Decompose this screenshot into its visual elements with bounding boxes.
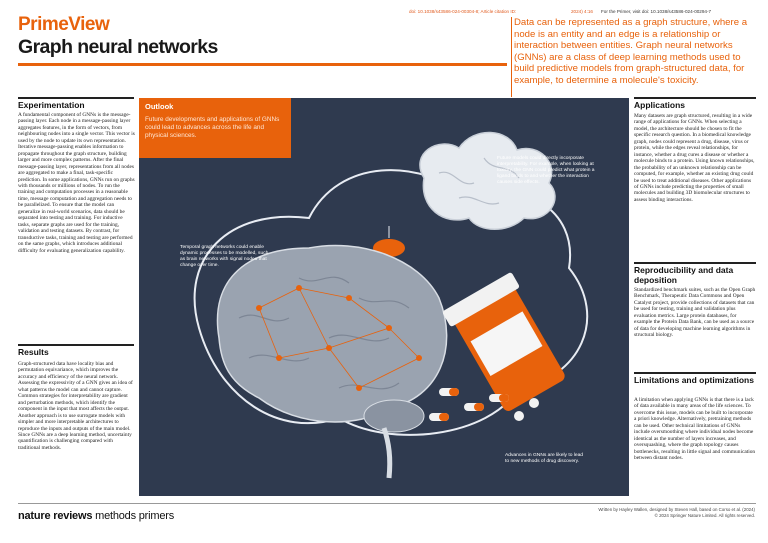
- limitations-heading: Limitations and optimizations: [634, 375, 754, 385]
- section-rule: [634, 97, 756, 99]
- reproducibility-heading: Reproducibility and data deposition: [634, 265, 734, 285]
- results-text: Graph-structured data have locality bias…: [18, 361, 133, 451]
- doi-right[interactable]: For the Primer, visit doi: 10.1038/s4358…: [601, 9, 712, 14]
- section-rule: [18, 97, 134, 99]
- callout-drug-discovery: Advances in GNNs are likely to lead to n…: [505, 453, 584, 464]
- title-divider: [18, 63, 507, 66]
- intro-text: Data can be represented as a graph struc…: [514, 17, 748, 86]
- journal-logo: nature reviews methods primers: [18, 510, 174, 522]
- page-title: Graph neural networks: [18, 36, 218, 58]
- logo-bold: nature reviews: [18, 510, 93, 522]
- doi-left: doi: 10.1038/s43586-024-00304-8; Article…: [409, 9, 517, 14]
- results-heading: Results: [18, 347, 49, 357]
- footer-credit: Written by Hayley Wallen, designed by St…: [520, 507, 755, 519]
- callout-temporal-networks: Temporal graph networks could enable dyn…: [180, 245, 269, 268]
- callout-future-models: Future models could directly incorporate…: [497, 156, 595, 185]
- outlook-text: Future developments and applications of …: [145, 116, 280, 140]
- section-rule: [18, 344, 134, 346]
- section-rule: [634, 372, 756, 374]
- copyright-line: © 2024 Springer Nature Limited. All righ…: [654, 513, 755, 519]
- experimentation-heading: Experimentation: [18, 100, 85, 110]
- intro-divider: [511, 17, 512, 97]
- experimentation-text: A fundamental component of GNNs is the m…: [18, 112, 135, 254]
- outlook-illustration: [139, 98, 629, 496]
- applications-heading: Applications: [634, 100, 686, 110]
- credit-line: Written by Hayley Wallen, designed by St…: [598, 507, 755, 512]
- limitations-text: A limitation when applying GNNs is that …: [634, 397, 756, 462]
- footer-divider: [18, 503, 756, 504]
- section-rule: [634, 262, 756, 264]
- series-title: PrimeView: [18, 14, 110, 35]
- applications-text: Many datasets are graph structured, resu…: [634, 113, 755, 203]
- citation-ref: 2024) 4:16: [571, 9, 593, 14]
- logo-light: methods primers: [92, 510, 175, 522]
- reproducibility-text: Standardized benchmark suites, such as t…: [634, 287, 756, 339]
- outlook-panel: [139, 98, 291, 158]
- outlook-heading: Outlook: [145, 102, 174, 111]
